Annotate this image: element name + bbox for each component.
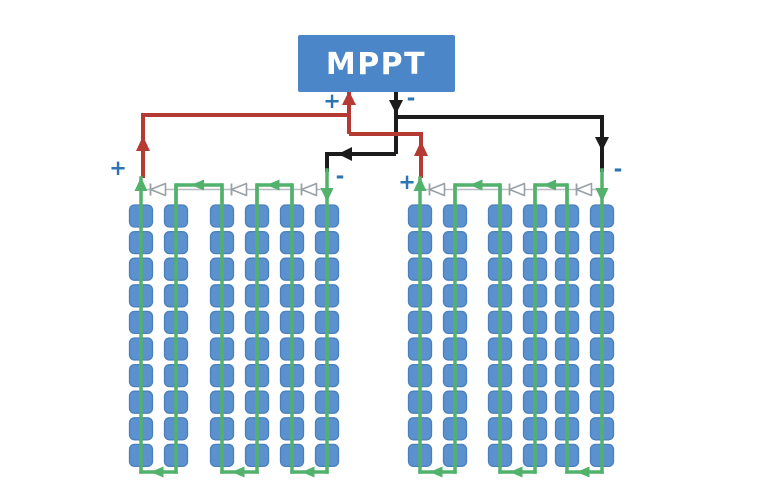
current-arrow-up-icon [342,91,356,105]
left-array-positive-label: + [109,156,127,180]
positive-terminal-arrow-up-icon [413,177,427,191]
bypass-diode-icon [428,182,446,197]
right-array-negative-label: - [614,157,623,181]
negative-wire-to-right-array [396,115,604,172]
positive-wire-to-left-array [141,113,349,178]
current-arrow-left-icon [469,179,483,191]
current-arrow-up-icon [414,141,428,156]
mppt-positive-label: + [323,89,341,113]
mppt-controller: MPPT [298,35,455,92]
mppt-negative-label: - [407,86,416,110]
current-arrow-down-icon [595,137,609,151]
current-arrow-left-icon [543,179,556,191]
current-arrow-left-icon [509,466,523,478]
positive-wire [136,91,428,178]
bypass-diode-icon [300,182,318,197]
bypass-diode-icon [575,182,593,197]
solar-panel-group-left [128,168,340,478]
mppt-label: MPPT [326,47,426,82]
negative-wire-to-left-array [325,152,396,172]
current-arrow-down-icon [389,100,403,114]
current-arrow-left-icon [301,466,315,478]
current-arrow-left-icon [429,466,443,478]
current-arrow-left-icon [191,179,204,191]
current-arrow-left-icon [231,466,245,478]
mppt-box [298,35,455,92]
current-arrow-left-icon [266,179,280,191]
current-arrow-left-icon [150,466,164,478]
bypass-diode-icon [230,182,248,197]
current-arrow-left-icon [338,147,352,161]
negative-wire [325,92,609,172]
bypass-diode-icon [508,182,526,197]
positive-wire-to-right-array [349,132,423,178]
current-arrow-left-icon [576,466,590,478]
current-arrow-up-icon [136,136,150,151]
left-array-negative-label: - [336,164,345,188]
solar-panel-group-right [407,168,615,478]
positive-terminal-arrow-up-icon [134,177,148,191]
right-array-positive-label: + [398,170,416,194]
negative-terminal-arrow-down-icon [595,188,609,202]
bypass-diode-icon [149,182,167,197]
negative-terminal-arrow-down-icon [320,188,334,202]
